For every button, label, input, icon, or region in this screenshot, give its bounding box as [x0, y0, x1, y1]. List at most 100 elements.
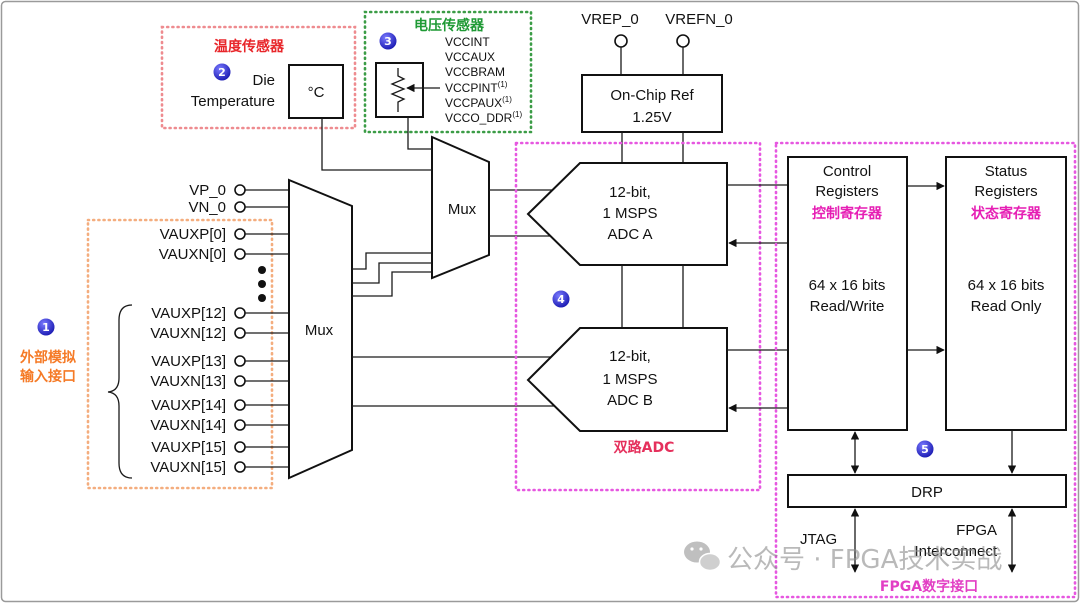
sensor-mux-label: Mux: [448, 201, 477, 218]
pin-vauxp-13: VAUXP[13]: [151, 353, 289, 370]
supply-label-vcco-ddr: VCCO_DDR(1): [445, 110, 522, 125]
pin-terminal: [234, 184, 246, 196]
celsius-unit: °C: [308, 84, 325, 101]
pin-terminal: [234, 375, 246, 387]
adc-a-block: [526, 162, 728, 266]
analog-inputs-title-line1: 外部模拟: [20, 349, 76, 366]
mux-link-wire: [352, 252, 432, 270]
badge-number: 3: [384, 35, 392, 48]
die-label: Die: [252, 72, 275, 89]
mux-link-wire: [352, 262, 432, 284]
external-analog-inputs: 1 外部模拟 输入接口 VP_0 VN_0 VAUXP[0] VAUXN[0] …: [20, 182, 289, 490]
supply-label-vccbram: VCCBRAM: [445, 65, 505, 79]
on-chip-ref-voltage: 1.25V: [632, 109, 671, 126]
pin-terminal: [234, 399, 246, 411]
jtag-label: JTAG: [800, 531, 837, 548]
supply-label-vccpint: VCCPINT(1): [445, 80, 508, 95]
pin-terminal: [234, 248, 246, 260]
footnote-marker: (1): [498, 80, 508, 89]
drp-label: DRP: [911, 484, 943, 501]
pin-vauxp-15: VAUXP[15]: [151, 439, 289, 456]
on-chip-ref-label: On-Chip Ref: [610, 87, 694, 104]
vrefp-pin-label: VREP_0: [581, 11, 639, 28]
pin-vauxn-14: VAUXN[14]: [150, 417, 289, 434]
adc-b-name: ADC B: [607, 392, 653, 409]
pin-vauxn-0: VAUXN[0]: [159, 246, 289, 263]
control-registers-size: 64 x 16 bits: [809, 277, 886, 294]
status-registers-access: Read Only: [971, 298, 1042, 315]
supply-name: VCCPINT: [445, 81, 498, 95]
vrefn-pin: [676, 34, 690, 48]
dual-adc: 12-bit, 1 MSPS ADC A 12-bit, 1 MSPS ADC …: [514, 141, 762, 492]
pin-vn-0: VN_0: [188, 199, 289, 216]
sensor-mux: Mux: [431, 135, 490, 280]
pin-terminal: [234, 355, 246, 367]
pin-terminal: [234, 441, 246, 453]
footnote-marker: (1): [502, 95, 512, 104]
fpga-interface-frame: [774, 141, 1077, 599]
supply-name: VCCPAUX: [445, 96, 502, 110]
bubble-eye: [699, 547, 703, 551]
pin-vauxn-12: VAUXN[12]: [150, 325, 289, 342]
wechat-icon: [684, 541, 722, 572]
adc-b-rate: 1 MSPS: [602, 371, 657, 388]
pin-label: VAUXP[15]: [151, 439, 226, 456]
interconnect-label-line2: Interconnect: [914, 543, 997, 560]
control-registers-line2: Registers: [815, 183, 878, 200]
status-registers-line2: Registers: [974, 183, 1037, 200]
badge-number: 4: [557, 293, 565, 306]
badge-circle: [551, 289, 571, 309]
badge-3: 3: [378, 31, 398, 51]
input-mux: Mux: [288, 178, 353, 480]
control-registers-block: [787, 156, 908, 431]
mux-link-wire: [352, 271, 432, 297]
supply-name: VCCBRAM: [445, 65, 505, 79]
watermark: 公众号 · FPGA技术实战: [684, 541, 1002, 575]
vrefp-pin: [614, 34, 628, 48]
voltage-wire: [407, 117, 432, 150]
pin-label: VAUXN[12]: [150, 325, 226, 342]
pin-terminal: [234, 228, 246, 240]
interconnect-label-line1: FPGA: [956, 522, 997, 539]
supply-name: VCCAUX: [445, 50, 495, 64]
analog-inputs-frame: [86, 218, 274, 490]
temperature-wire: [321, 118, 432, 171]
input-mux-shape: [288, 178, 353, 480]
pin-terminal: [234, 419, 246, 431]
pin-label: VAUXP[14]: [151, 397, 226, 414]
badge-number: 1: [42, 321, 50, 334]
pin-vauxp-0: VAUXP[0]: [160, 226, 289, 243]
resistor-zigzag: [390, 68, 406, 112]
analog-inputs-title-line2: 输入接口: [20, 368, 76, 385]
pin-vauxp-12: VAUXP[12]: [151, 305, 289, 322]
adc-b-resolution: 12-bit,: [609, 348, 651, 365]
supply-name: VCCINT: [445, 35, 490, 49]
ellipsis-dot: [258, 280, 266, 288]
variable-resistor-icon: [390, 68, 440, 112]
bubble-eye: [690, 547, 694, 551]
pin-label: VAUXN[0]: [159, 246, 226, 263]
badge-2: 2: [212, 62, 232, 82]
register-wiring: [727, 181, 945, 413]
temperature-sensor-frame: [160, 25, 357, 130]
ellipsis-dot: [258, 294, 266, 302]
supply-label-vccaux: VCCAUX: [445, 50, 495, 64]
control-registers-cn-label: 控制寄存器: [812, 205, 883, 222]
pin-label: VAUXN[15]: [150, 459, 226, 476]
voltage-reference: VREP_0 VREFN_0 On-Chip Ref 1.25V: [581, 11, 733, 163]
badge-5: 5: [915, 439, 935, 459]
watermark-text: 公众号 · FPGA技术实战: [727, 545, 1002, 575]
pin-vauxn-15: VAUXN[15]: [150, 459, 289, 476]
badge-circle: [36, 317, 56, 337]
adc-a-resolution: 12-bit,: [609, 184, 651, 201]
badge-number: 2: [218, 66, 226, 79]
pin-vauxp-14: VAUXP[14]: [151, 397, 289, 414]
on-chip-ref-block: [581, 74, 723, 133]
voltage-sensor-frame: [363, 10, 533, 134]
pin-label: VN_0: [188, 199, 226, 216]
pin-terminal: [234, 201, 246, 213]
pin-terminal: [234, 461, 246, 473]
badge-circle: [915, 439, 935, 459]
